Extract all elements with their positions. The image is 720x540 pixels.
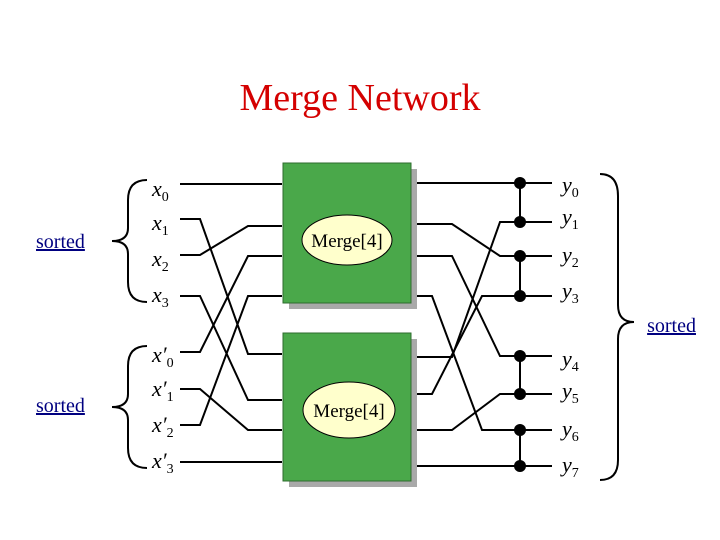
- output-label-y1: y1: [560, 204, 579, 233]
- left-top-brace: [111, 179, 148, 303]
- left-bottom-sorted-label: sorted: [36, 395, 85, 417]
- svg-text:y0: y0: [560, 172, 579, 201]
- input-label-x2-prime: x′2: [151, 412, 174, 441]
- output-label-y7: y7: [560, 452, 579, 481]
- wire-bottom-out0: [412, 221, 552, 358]
- wire-bottom-out1: [412, 295, 552, 395]
- svg-text:x′3: x′3: [151, 448, 174, 477]
- wire-bottom-out2: [412, 393, 552, 431]
- output-label-y3: y3: [560, 278, 579, 307]
- wire-x0-prime: [180, 255, 282, 353]
- input-label-x3-prime: x′3: [151, 448, 174, 477]
- left-bottom-brace: [111, 345, 148, 469]
- right-sorted-label: sorted: [647, 315, 696, 337]
- wire-top-out1: [412, 223, 552, 257]
- svg-text:y6: y6: [560, 416, 579, 445]
- svg-text:x′0: x′0: [151, 342, 174, 371]
- merge-box-top: Merge[4]: [282, 162, 417, 309]
- svg-text:y4: y4: [560, 346, 579, 375]
- comparator-dot: [514, 250, 526, 262]
- comparators: [514, 177, 526, 472]
- svg-text:x0: x0: [151, 176, 169, 205]
- svg-text:x3: x3: [151, 282, 169, 311]
- wire-top-out3: [412, 295, 552, 431]
- merge-box-bottom-ellipse: [302, 381, 396, 439]
- output-label-y2: y2: [560, 242, 579, 271]
- svg-text:y2: y2: [560, 242, 579, 271]
- right-brace: [599, 173, 635, 481]
- wire-x1-prime: [180, 388, 282, 431]
- comparator-dot: [514, 460, 526, 472]
- input-label-x1-prime: x′1: [151, 376, 174, 405]
- wire-x2: [180, 225, 282, 256]
- input-label-x1: x1: [151, 210, 169, 239]
- left-top-sorted-label: sorted: [36, 231, 85, 253]
- input-label-x2: x2: [151, 246, 169, 275]
- comparator-dot: [514, 424, 526, 436]
- svg-text:x1: x1: [151, 210, 169, 239]
- wire-x1: [180, 218, 282, 355]
- comparator-dot: [514, 350, 526, 362]
- merge-box-top-label: Merge[4]: [311, 231, 382, 252]
- wire-x3: [180, 295, 282, 401]
- output-label-y4: y4: [560, 346, 579, 375]
- merge-box-bottom: Merge[4]: [282, 332, 417, 487]
- svg-text:y1: y1: [560, 204, 579, 233]
- merge-box-top-ellipse: [301, 214, 393, 266]
- wire-x2-prime: [180, 295, 282, 426]
- svg-text:x′2: x′2: [151, 412, 174, 441]
- comparator-dot: [514, 216, 526, 228]
- output-label-y0: y0: [560, 172, 579, 201]
- comparator-dot: [514, 290, 526, 302]
- output-wires: [412, 182, 552, 467]
- output-label-y6: y6: [560, 416, 579, 445]
- input-wires: [180, 183, 282, 463]
- svg-text:y7: y7: [560, 452, 579, 481]
- svg-text:y5: y5: [560, 378, 579, 407]
- input-label-x0: x0: [151, 176, 169, 205]
- input-label-x3: x3: [151, 282, 169, 311]
- output-label-y5: y5: [560, 378, 579, 407]
- svg-text:x2: x2: [151, 246, 169, 275]
- svg-text:y3: y3: [560, 278, 579, 307]
- merge-box-bottom-label: Merge[4]: [313, 401, 384, 422]
- diagram-title: Merge Network: [240, 77, 481, 119]
- input-label-x0-prime: x′0: [151, 342, 174, 371]
- comparator-dot: [514, 177, 526, 189]
- comparator-dot: [514, 388, 526, 400]
- svg-text:x′1: x′1: [151, 376, 174, 405]
